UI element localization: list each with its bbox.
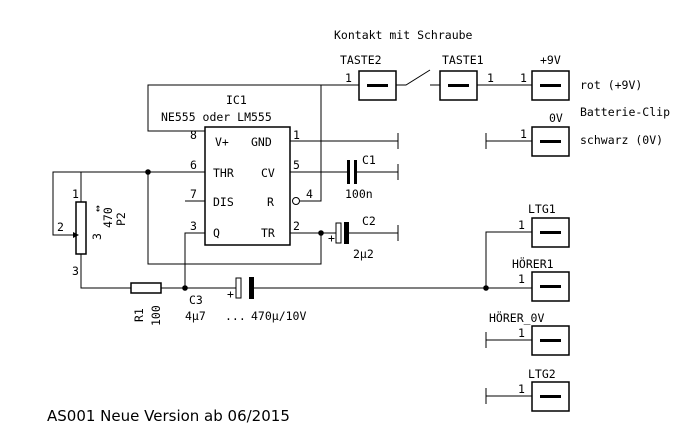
connector-hoerer0v: 1 xyxy=(518,325,570,356)
c2-value: 2µ2 xyxy=(353,247,374,261)
p2-pin-2: 2 xyxy=(57,220,64,234)
note-contact-screw: Kontakt mit Schraube xyxy=(334,28,473,42)
r1-value: 100 xyxy=(149,305,163,326)
ic1-ref: IC1 xyxy=(226,93,247,107)
wires xyxy=(52,69,532,404)
ic1-type: NE555 oder LM555 xyxy=(161,110,272,124)
ic-pin-number-1: 1 xyxy=(293,128,300,142)
pin-number: 1 xyxy=(518,326,525,340)
c1-ref: C1 xyxy=(362,153,376,167)
pin-number: 1 xyxy=(520,71,527,85)
connector-ltg1-label: LTG1 xyxy=(528,202,556,216)
connector-0v-label: 0V xyxy=(549,111,563,125)
ic1-555: IC1 NE555 oder LM555 V+ GND THR CV DIS R… xyxy=(161,93,313,246)
ic-pin-number-3: 3 xyxy=(190,219,197,233)
c3-polarity: + xyxy=(227,287,234,301)
connector-taste2-label: TASTE2 xyxy=(340,53,382,67)
ic-pin-number-5: 5 xyxy=(293,158,300,172)
ic-pin-number-7: 7 xyxy=(190,187,197,201)
connector-taste1-label: TASTE1 xyxy=(442,53,484,67)
label-battery-clip: Batterie-Clip xyxy=(580,105,670,119)
junction-dots xyxy=(145,169,489,291)
pin-number: 1 xyxy=(487,71,494,85)
label-rot-9v: rot (+9V) xyxy=(580,78,642,92)
connector-hoerer0v-label: HÖRER_0V xyxy=(489,309,544,325)
c3-ref: C3 xyxy=(189,293,203,307)
ic-pin-vplus: V+ xyxy=(215,135,229,149)
p2-pin-3b: 3 xyxy=(90,233,104,240)
c3-value: 4µ7 xyxy=(185,309,206,323)
pin-number: 1 xyxy=(520,127,527,141)
p2-arrow-icon: ↔ xyxy=(90,205,104,212)
connector-ltg2-label: LTG2 xyxy=(528,367,556,381)
pin-number: 1 xyxy=(518,382,525,396)
pin-number: 1 xyxy=(518,218,525,232)
resistor-r1: R1 100 xyxy=(130,282,163,326)
p2-value: 470 xyxy=(101,207,115,228)
ic-pin-number-8: 8 xyxy=(190,128,197,142)
p2-pin-3: 3 xyxy=(72,264,79,278)
connector-9v: 1 xyxy=(520,70,570,101)
ic-pin-number-2: 2 xyxy=(293,219,300,233)
ic-pin-dis: DIS xyxy=(213,195,234,209)
ic-pin-thr: THR xyxy=(213,166,234,180)
connector-hoerer1-label: HÖRER1 xyxy=(512,255,554,271)
pin-number: 1 xyxy=(345,71,352,85)
capacitor-c2: + C2 2µ2 xyxy=(328,214,376,261)
c2-ref: C2 xyxy=(362,214,376,228)
connector-ltg2: 1 xyxy=(518,381,570,412)
p2-pin-1: 1 xyxy=(72,187,79,201)
ic-pin-cv: CV xyxy=(261,166,275,180)
ic-pin-number-6: 6 xyxy=(190,158,197,172)
capacitor-c3: + C3 4µ7 ... 470µ/10V xyxy=(185,277,306,323)
diagram-title: AS001 Neue Version ab 06/2015 xyxy=(47,407,290,425)
ic-pin-tr: TR xyxy=(261,226,275,240)
connector-9v-label: +9V xyxy=(540,53,561,67)
ic-pin-gnd: GND xyxy=(251,135,272,149)
ic-pin-number-4: 4 xyxy=(306,187,313,201)
label-schwarz-0v: schwarz (0V) xyxy=(580,133,663,147)
capacitor-c1: C1 100n xyxy=(345,153,376,201)
c1-value: 100n xyxy=(345,187,373,201)
p2-ref: P2 xyxy=(114,212,128,226)
connector-hoerer1: 1 xyxy=(518,271,570,302)
r1-ref: R1 xyxy=(132,308,146,322)
c3-dots: ... xyxy=(225,309,246,323)
ic-pin-q: Q xyxy=(213,226,220,240)
c3-value2: 470µ/10V xyxy=(251,309,306,323)
connector-taste2: 1 xyxy=(345,70,397,101)
c2-polarity: + xyxy=(328,231,335,245)
potentiometer-p2: 1 2 3 3 470 P2 ↔ xyxy=(57,187,128,278)
pin-number: 1 xyxy=(518,272,525,286)
ic-pin-r: R xyxy=(267,195,274,209)
